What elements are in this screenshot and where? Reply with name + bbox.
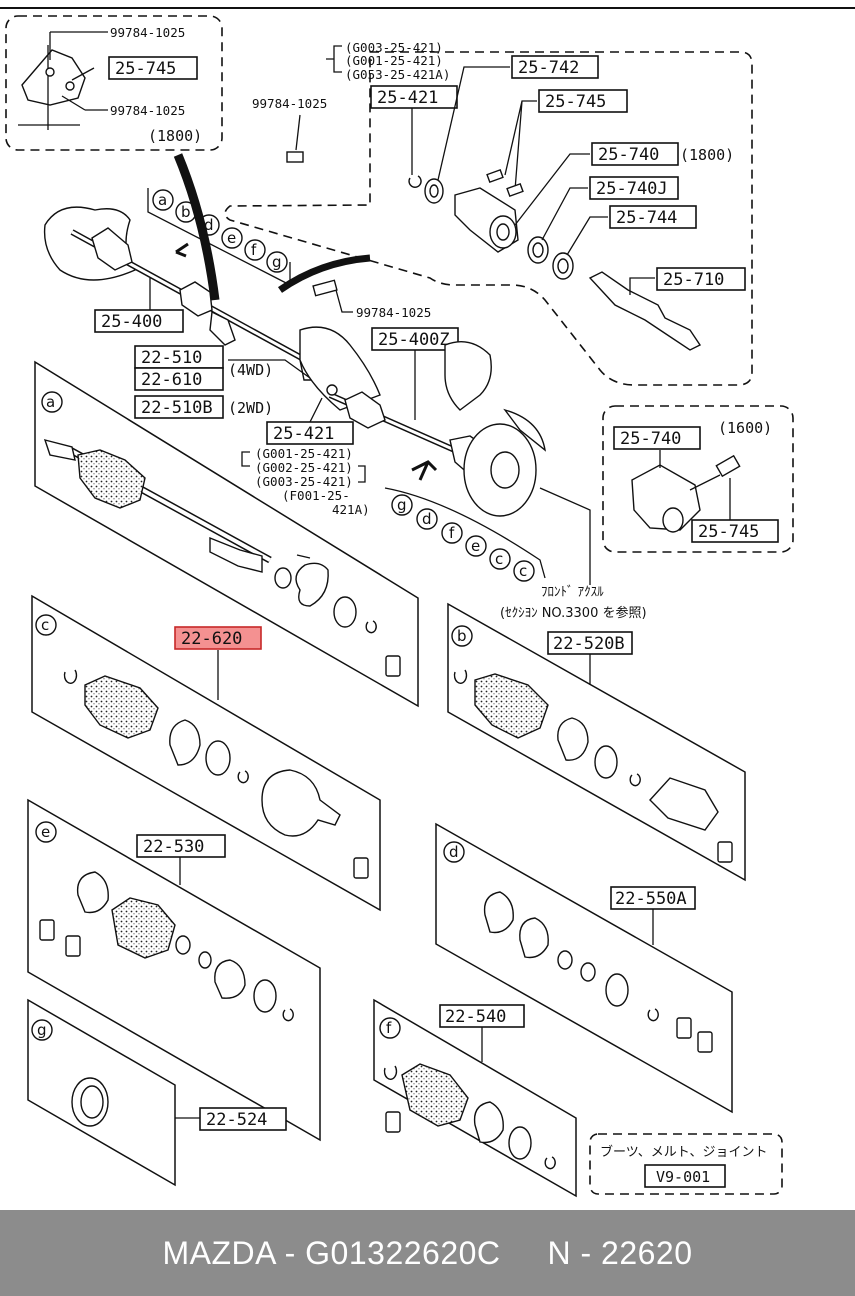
label-25-400: 25-400 bbox=[101, 312, 162, 332]
label-25-745-top: 25-745 bbox=[115, 59, 176, 79]
svg-text:e: e bbox=[41, 823, 50, 841]
label-g001-b: (G001-25-421) bbox=[255, 446, 353, 461]
label-22-530: 22-530 bbox=[143, 837, 204, 857]
highlighted-part-22-620[interactable] bbox=[174, 626, 262, 650]
panel-c: c bbox=[31, 594, 381, 912]
label-25-421-a: 25-421 bbox=[377, 88, 438, 108]
label-f001-b1: (F001-25- bbox=[282, 488, 350, 503]
svg-text:b: b bbox=[457, 627, 467, 645]
label-2wd: (2WD) bbox=[228, 399, 273, 417]
svg-text:f: f bbox=[251, 241, 257, 259]
label-25-710: 25-710 bbox=[663, 270, 724, 290]
label-boots-joint: ブーツ、メルト、ジョイント bbox=[600, 1144, 767, 1160]
svg-text:f: f bbox=[386, 1019, 392, 1037]
label-1800-b: (1800) bbox=[680, 146, 734, 164]
label-1600: (1600) bbox=[718, 419, 772, 437]
svg-text:d: d bbox=[204, 216, 214, 234]
top-letter-sequence: a b d e f g bbox=[147, 188, 291, 287]
svg-text:g: g bbox=[397, 496, 407, 514]
panel-b: b bbox=[447, 602, 746, 882]
svg-text:a: a bbox=[158, 191, 167, 209]
label-99784-d: 99784-1025 bbox=[356, 305, 431, 320]
label-v9-001: V9-001 bbox=[656, 1168, 710, 1186]
panel-d: d bbox=[435, 822, 733, 1114]
label-g003-b: (G003-25-421) bbox=[255, 474, 353, 489]
hub-parts bbox=[408, 66, 702, 351]
part-number-footer: MAZDA - G01322620C N - 22620 bbox=[0, 1210, 855, 1296]
svg-text:g: g bbox=[272, 253, 282, 271]
bottom-letter-sequence: g d f e c c bbox=[384, 487, 546, 582]
label-99784-b: 99784-1025 bbox=[110, 103, 185, 118]
panel-a: a bbox=[34, 360, 419, 708]
svg-text:f: f bbox=[449, 524, 455, 542]
label-1800-a: (1800) bbox=[148, 127, 202, 145]
label-25-740: 25-740 bbox=[598, 145, 659, 165]
label-22-550a: 22-550A bbox=[615, 889, 687, 909]
label-25-400z: 25-400Z bbox=[378, 330, 450, 350]
hub-assembly-region bbox=[224, 51, 753, 386]
label-99784-c: 99784-1025 bbox=[252, 96, 327, 111]
panel-e: e bbox=[27, 798, 321, 1142]
label-22-540: 22-540 bbox=[445, 1007, 506, 1027]
label-25-742: 25-742 bbox=[518, 58, 579, 78]
label-25-421-b: 25-421 bbox=[273, 424, 334, 444]
svg-text:c: c bbox=[519, 562, 527, 580]
label-22-524: 22-524 bbox=[206, 1110, 267, 1130]
label-g001-a: (G001-25-421) bbox=[345, 53, 443, 68]
parts-diagram: 25-745 99784-1025 99784-1025 (1800) (G00… bbox=[0, 7, 855, 1198]
drive-shaft-lower bbox=[299, 326, 546, 517]
label-25-740j: 25-740J bbox=[596, 179, 668, 199]
label-22-510: 22-510 bbox=[141, 348, 202, 368]
footer-text: MAZDA - G01322620C N - 22620 bbox=[162, 1234, 693, 1271]
label-22-620: 22-620 bbox=[181, 629, 242, 649]
svg-text:e: e bbox=[471, 537, 480, 555]
label-99784-a: 99784-1025 bbox=[110, 25, 185, 40]
label-22-610: 22-610 bbox=[141, 370, 202, 390]
inset-bracket-1600 bbox=[602, 405, 794, 553]
label-25-745-c: 25-745 bbox=[698, 522, 759, 542]
svg-text:d: d bbox=[422, 510, 432, 528]
label-g003-a: (G003-25-421) bbox=[345, 40, 443, 55]
svg-text:g: g bbox=[37, 1021, 47, 1039]
label-g002-b: (G002-25-421) bbox=[255, 460, 353, 475]
svg-text:d: d bbox=[449, 843, 459, 861]
svg-text:a: a bbox=[46, 393, 55, 411]
label-25-745-b: 25-745 bbox=[545, 92, 606, 112]
inset-bracket-1800 bbox=[5, 15, 223, 151]
label-g053-a: (G053-25-421A) bbox=[345, 67, 450, 82]
svg-text:c: c bbox=[495, 550, 503, 568]
label-f001-b2: 421A) bbox=[332, 502, 370, 517]
svg-text:b: b bbox=[181, 203, 191, 221]
label-22-510b: 22-510B bbox=[141, 398, 213, 418]
svg-text:c: c bbox=[41, 616, 49, 634]
label-25-740-c: 25-740 bbox=[620, 429, 681, 449]
label-front-axle: ﾌﾛﾝﾄﾞ ｱｸｽﾙ bbox=[541, 585, 604, 600]
label-25-744: 25-744 bbox=[616, 208, 677, 228]
label-22-520b: 22-520B bbox=[553, 634, 625, 654]
label-4wd: (4WD) bbox=[228, 361, 273, 379]
svg-text:e: e bbox=[227, 229, 236, 247]
panel-f: f bbox=[373, 998, 577, 1198]
label-section-ref: (ｾｸｼﾖﾝ NO.3300 を参照) bbox=[500, 605, 647, 621]
note-boots-kit bbox=[589, 1133, 783, 1195]
panel-g: g bbox=[27, 998, 287, 1187]
